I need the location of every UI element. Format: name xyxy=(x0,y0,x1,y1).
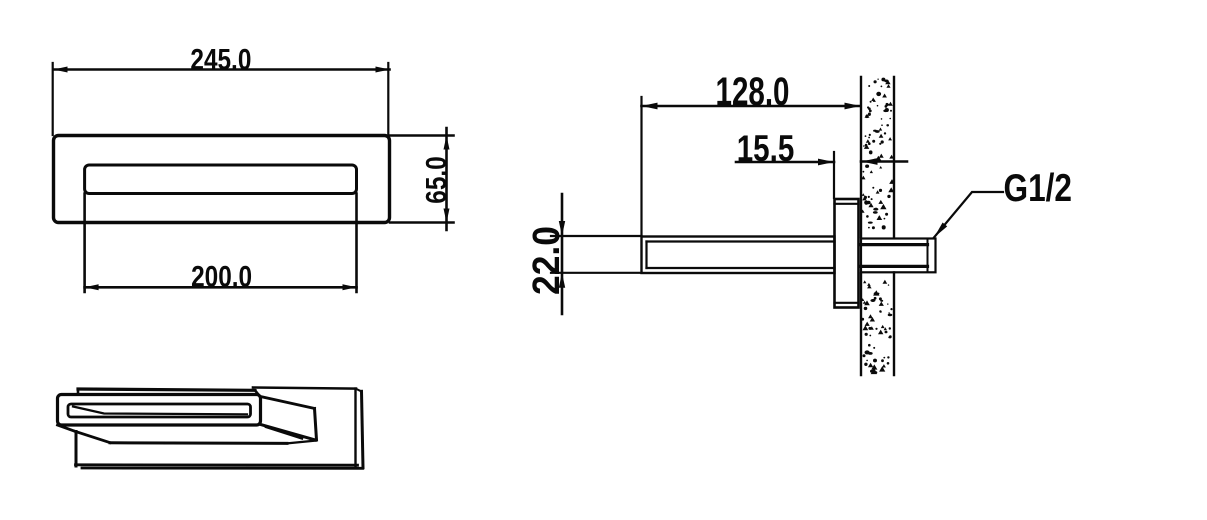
svg-text:200.0: 200.0 xyxy=(191,260,252,293)
svg-text:128.0: 128.0 xyxy=(716,70,790,114)
svg-text:22.0: 22.0 xyxy=(526,226,568,295)
svg-text:65.0: 65.0 xyxy=(421,156,453,204)
svg-text:245.0: 245.0 xyxy=(190,43,251,76)
svg-text:15.5: 15.5 xyxy=(737,128,795,169)
svg-text:G1/2: G1/2 xyxy=(1004,167,1073,210)
